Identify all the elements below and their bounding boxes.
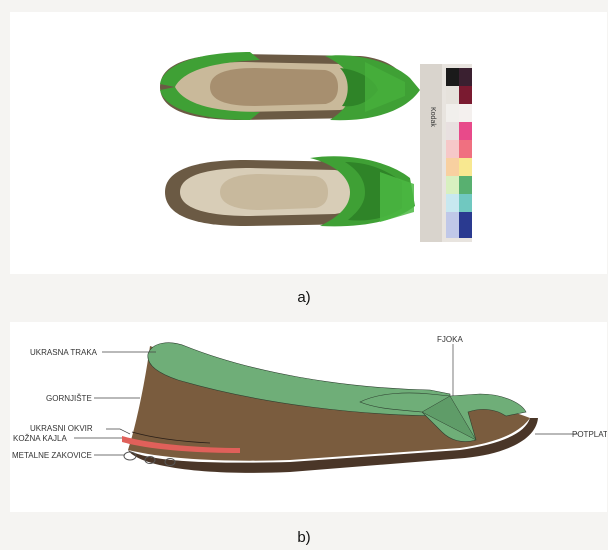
caption-a: a) — [0, 289, 608, 306]
slipper-diagram: UKRASNA TRAKA GORNJIŠTE UKRASNI OKVIR KO… — [10, 322, 607, 512]
color-scale-card: Kodak — [420, 64, 472, 242]
top-slipper — [160, 52, 420, 120]
diagram-panel: UKRASNA TRAKA GORNJIŠTE UKRASNI OKVIR KO… — [10, 322, 607, 512]
label-potplat: POTPLAT — [572, 430, 607, 439]
label-kozna-kajla: KOŽNA KAJLA — [13, 434, 67, 443]
label-ukrasna-traka: UKRASNA TRAKA — [30, 348, 98, 357]
label-fjoka: FJOKA — [437, 335, 463, 344]
bottom-slipper — [165, 156, 415, 226]
scale-brand: Kodak — [429, 107, 436, 127]
caption-b: b) — [0, 529, 608, 546]
label-ukrasni-okvir: UKRASNI OKVIR — [30, 424, 93, 433]
label-metalne-zakovice: METALNE ZAKOVICE — [12, 451, 92, 460]
label-gornjiste: GORNJIŠTE — [46, 394, 92, 403]
slippers-photo: Kodak — [10, 12, 607, 274]
photo-panel: Kodak — [10, 12, 607, 274]
